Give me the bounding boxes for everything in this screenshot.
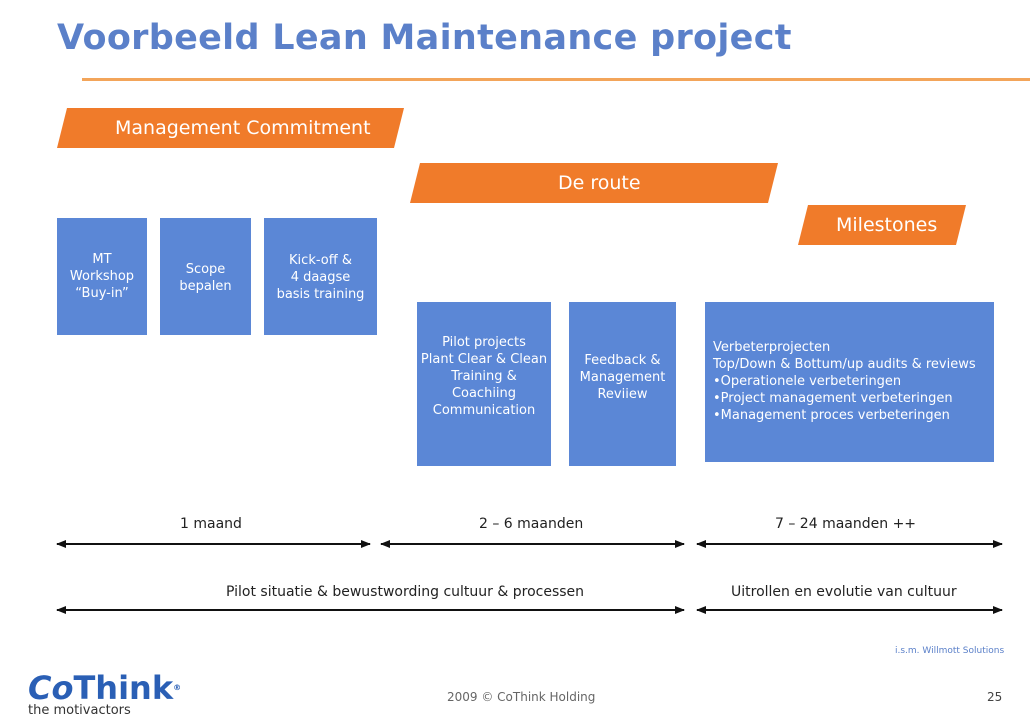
logo-registered: ® <box>173 683 182 692</box>
logo-wordmark: CoThink® <box>28 672 181 704</box>
box-scope: Scope bepalen <box>160 218 251 335</box>
box-verbeterprojecten: Verbeterprojecten Top/Down & Bottum/up a… <box>705 302 994 462</box>
box-kickoff: Kick-off & 4 daagse basis training <box>264 218 377 335</box>
box-pilot-text: Pilot projects Plant Clear & Clean Train… <box>420 335 548 418</box>
banner-de-route: De route <box>410 163 778 203</box>
page-title: Voorbeeld Lean Maintenance project <box>57 18 792 58</box>
banner-management-label: Management Commitment <box>115 117 371 139</box>
box-kickoff-text: Kick-off & 4 daagse basis training <box>276 253 365 302</box>
banner-milestones-label: Milestones <box>836 214 938 236</box>
timeline-phase2-label: 2 – 6 maanden <box>479 516 584 532</box>
page-number: 25 <box>987 690 1003 704</box>
banner-milestones: Milestones <box>798 205 966 245</box>
timeline-long2-label: Uitrollen en evolutie van cultuur <box>731 584 957 600</box>
credit-note: i.s.m. Willmott Solutions <box>895 646 1005 656</box>
timeline-long1-label: Pilot situatie & bewustwording cultuur &… <box>226 584 585 600</box>
box-pilot-projects: Pilot projects Plant Clear & Clean Train… <box>417 302 551 466</box>
box-verbeter-text: Verbeterprojecten Top/Down & Bottum/up a… <box>713 340 976 423</box>
banner-management-commitment: Management Commitment <box>57 108 404 148</box>
cothink-logo: CoThink® the motivactors <box>28 672 181 718</box>
footer-copyright: 2009 © CoThink Holding <box>447 690 596 704</box>
box-feedback-text: Feedback & Management Reviiew <box>579 353 666 402</box>
logo-tagline: the motivactors <box>28 703 131 718</box>
title-underline <box>82 78 1030 81</box>
box-feedback: Feedback & Management Reviiew <box>569 302 676 466</box>
box-mt-workshop-text: MT Workshop “Buy-in” <box>69 252 135 301</box>
timeline-phase3-label: 7 – 24 maanden ++ <box>775 516 917 532</box>
box-mt-workshop: MT Workshop “Buy-in” <box>57 218 147 335</box>
box-scope-text: Scope bepalen <box>179 262 232 294</box>
logo-think: Think <box>73 669 174 707</box>
logo-co: Co <box>28 669 74 707</box>
timeline-phase1-label: 1 maand <box>180 516 242 532</box>
banner-route-label: De route <box>558 172 641 194</box>
